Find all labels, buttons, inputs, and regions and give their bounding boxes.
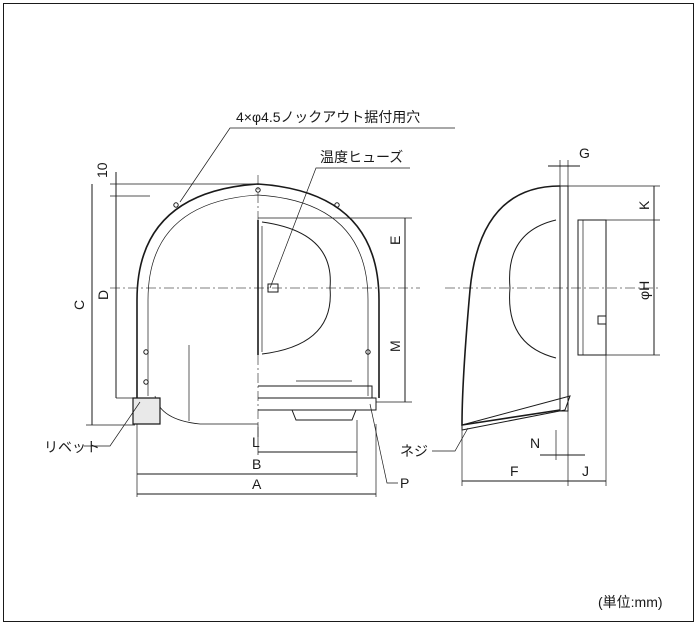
thermal-fuse-callout: 温度ヒューズ [320,149,403,165]
dim-C-label: C [71,300,87,310]
dim-P-label: P [400,475,409,491]
rivet-hole [143,379,149,385]
dim-K-label: K [636,200,652,210]
knockout-callout: 4×φ4.5ノックアウト据付用穴 [236,109,420,125]
dim-D-label: D [95,290,111,300]
knockout-hole-2 [255,187,261,193]
knockout-hole-3 [334,202,340,208]
hood-lower-curve [154,395,258,425]
dim-N-label: N [530,435,540,451]
knockout-hole-4 [143,349,149,355]
screw-part [597,315,607,325]
dim-G-label: G [579,145,590,161]
unit-note: (単位:mm) [598,594,663,610]
side-view [432,160,660,486]
dim-A-label: A [252,476,262,492]
dim-J-label: J [582,463,589,479]
side-hood-outline [461,185,561,426]
dim-H-label: φH [636,281,652,300]
hood-inner-outline [147,194,369,396]
wall-flange [559,185,569,412]
base-plate-upper [258,385,373,399]
thermal-fuse-part [267,283,279,293]
left-foot [132,397,161,425]
base-plate-foot [291,409,357,421]
drawing-frame [3,3,694,622]
knockout-hole-5 [365,349,371,355]
rivet-callout: リベット [44,439,100,455]
dim-10-label: 10 [94,162,110,178]
knockout-leader [179,127,455,203]
base-plate [258,397,377,411]
pipe-connector [577,219,607,356]
screw-callout: ネジ [400,443,428,459]
screw-leader [432,427,469,452]
side-bottom-plate [461,395,571,431]
dim-M-label: M [387,340,403,352]
dim-E-label: E [387,236,403,245]
thermal-fuse-leader [269,167,410,289]
dim-F-label: F [510,463,519,479]
front-view [84,127,455,497]
damper-outline [261,221,331,355]
knockout-hole-1 [173,202,179,208]
side-damper-arc [509,219,557,359]
p-leader [369,403,398,484]
dim-L-label: L [252,434,260,450]
dim-B-label: B [252,456,261,472]
rivet-leader [84,401,141,447]
